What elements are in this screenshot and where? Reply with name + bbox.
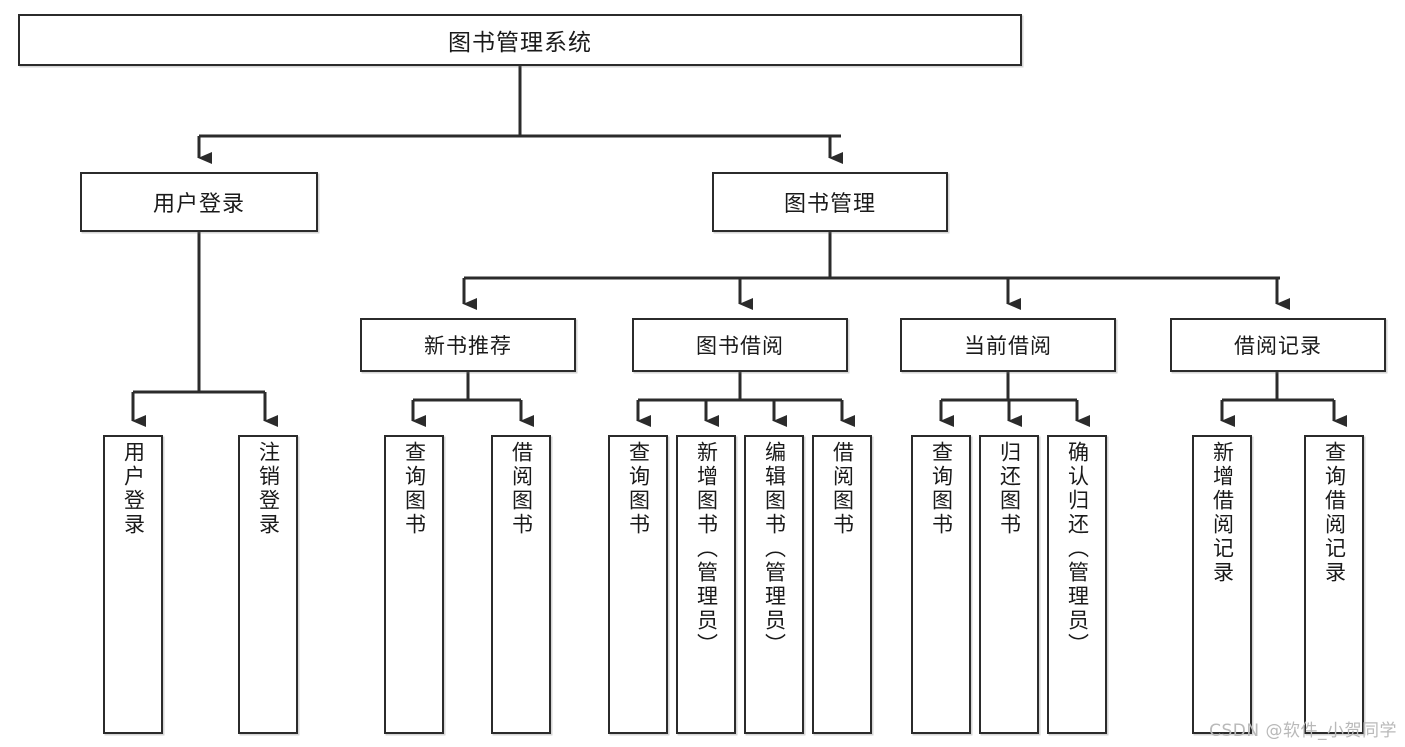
node-leaf-edit-book-label: 编辑图书（管理员） [762,441,787,657]
node-leaf-query-book-3[interactable]: 查询图书 [911,435,971,734]
node-leaf-return-book-label: 归还图书 [997,441,1022,537]
node-new-book-recommend[interactable]: 新书推荐 [360,318,576,372]
node-leaf-query-record[interactable]: 查询借阅记录 [1304,435,1364,734]
node-leaf-logout-login[interactable]: 注销登录 [238,435,298,734]
node-leaf-return-book[interactable]: 归还图书 [979,435,1039,734]
node-leaf-borrow-book-1[interactable]: 借阅图书 [491,435,551,734]
node-leaf-borrow-book-1-label: 借阅图书 [509,441,534,537]
node-user-login[interactable]: 用户登录 [80,172,318,232]
node-new-book-recommend-label: 新书推荐 [424,334,512,358]
node-leaf-query-book-2[interactable]: 查询图书 [608,435,668,734]
node-leaf-edit-book[interactable]: 编辑图书（管理员） [744,435,804,734]
node-leaf-add-book-label: 新增图书（管理员） [694,441,719,657]
node-borrow-record-label: 借阅记录 [1234,334,1322,358]
node-leaf-logout-login-label: 注销登录 [256,441,281,537]
node-leaf-add-book[interactable]: 新增图书（管理员） [676,435,736,734]
node-leaf-borrow-book-2-label: 借阅图书 [830,441,855,537]
node-leaf-confirm-return[interactable]: 确认归还（管理员） [1047,435,1107,734]
node-leaf-borrow-book-2[interactable]: 借阅图书 [812,435,872,734]
node-leaf-query-book-3-label: 查询图书 [929,441,954,537]
node-root[interactable]: 图书管理系统 [18,14,1022,66]
node-leaf-query-book-1[interactable]: 查询图书 [384,435,444,734]
node-leaf-add-record[interactable]: 新增借阅记录 [1192,435,1252,734]
node-root-label: 图书管理系统 [448,30,592,56]
node-leaf-add-record-label: 新增借阅记录 [1210,441,1235,585]
node-book-borrow-label: 图书借阅 [696,334,784,358]
node-book-manage[interactable]: 图书管理 [712,172,948,232]
node-borrow-record[interactable]: 借阅记录 [1170,318,1386,372]
watermark: CSDN @软件_小贺同学 [1209,721,1397,741]
node-current-borrow[interactable]: 当前借阅 [900,318,1116,372]
node-leaf-query-record-label: 查询借阅记录 [1322,441,1347,585]
node-book-manage-label: 图书管理 [783,192,876,217]
node-book-borrow[interactable]: 图书借阅 [632,318,848,372]
node-leaf-user-login[interactable]: 用户登录 [103,435,163,734]
node-leaf-confirm-return-label: 确认归还（管理员） [1065,441,1090,657]
node-leaf-query-book-2-label: 查询图书 [626,441,651,537]
node-leaf-query-book-1-label: 查询图书 [402,441,427,537]
node-leaf-user-login-label: 用户登录 [121,441,146,537]
node-current-borrow-label: 当前借阅 [964,334,1052,358]
node-user-login-label: 用户登录 [152,192,245,217]
